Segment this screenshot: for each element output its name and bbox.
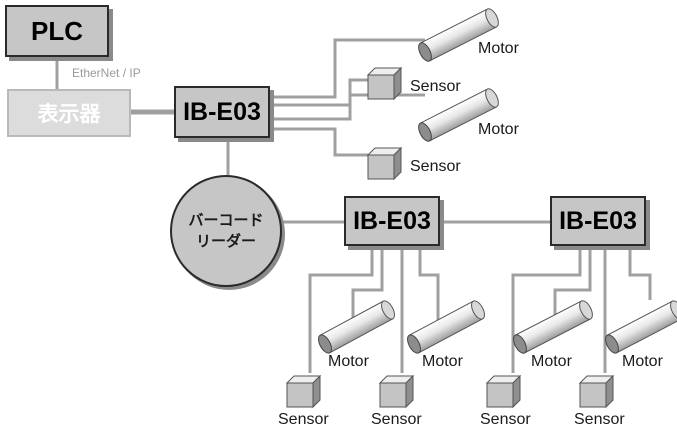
motor-label-4: Motor [422,353,463,370]
sensor-label-1: Sensor [410,78,461,95]
ib-e03-right-label: IB-E03 [559,206,637,235]
motor-icon [418,88,499,142]
display-box: 表示器 [7,89,131,137]
reader-line-2: リーダー [195,233,256,250]
motor-icon [318,300,395,354]
sensor-icon [485,374,522,409]
sensor-label-6: Sensor [574,411,625,428]
ib-e03-main-label: IB-E03 [183,97,261,126]
link-right-motor-b [628,246,652,300]
motor-label-1: Motor [478,40,519,57]
motor-label-3: Motor [328,353,369,370]
sensor-icon [366,146,403,181]
ib-e03-right-box: IB-E03 [550,196,646,246]
ib-e03-left-label: IB-E03 [353,206,431,235]
link-left-motor-b [418,246,440,320]
protocol-label: EtherNet / IP [72,66,141,80]
motor-label-2: Motor [478,121,519,138]
connection-lines [55,38,652,373]
motor-icon [418,8,499,62]
link-left-sensor-a [308,246,374,373]
plc-box: PLC [5,5,109,57]
link-ib-sensor-2 [270,127,368,157]
plc-label: PLC [31,15,83,46]
motor-icon [407,300,485,354]
link-right-sensor-a [511,246,582,373]
reader-line-1: バーコード [188,212,264,229]
sensor-icon [578,374,615,409]
motor-label-5: Motor [531,353,572,370]
sensor-icon [285,374,322,409]
motor-icon [605,300,677,354]
sensor-label-2: Sensor [410,158,461,175]
ib-e03-main-box: IB-E03 [174,86,270,138]
motor-label-6: Motor [622,353,663,370]
sensor-icon [366,66,403,101]
ib-e03-left-box: IB-E03 [344,196,440,246]
sensor-label-3: Sensor [278,411,329,428]
link-ib-motor-1 [270,38,425,99]
sensor-label-4: Sensor [371,411,422,428]
display-label: 表示器 [37,103,101,126]
link-left-motor-a [351,246,384,320]
link-ib-sensor-1 [270,78,368,107]
motor-icon [513,300,593,354]
link-ib-motor-2 [270,93,425,121]
sensor-label-5: Sensor [480,411,531,428]
link-right-motor-a [553,246,592,320]
sensor-icon [378,374,415,409]
barcode-reader: バーコード リーダー [170,175,282,287]
